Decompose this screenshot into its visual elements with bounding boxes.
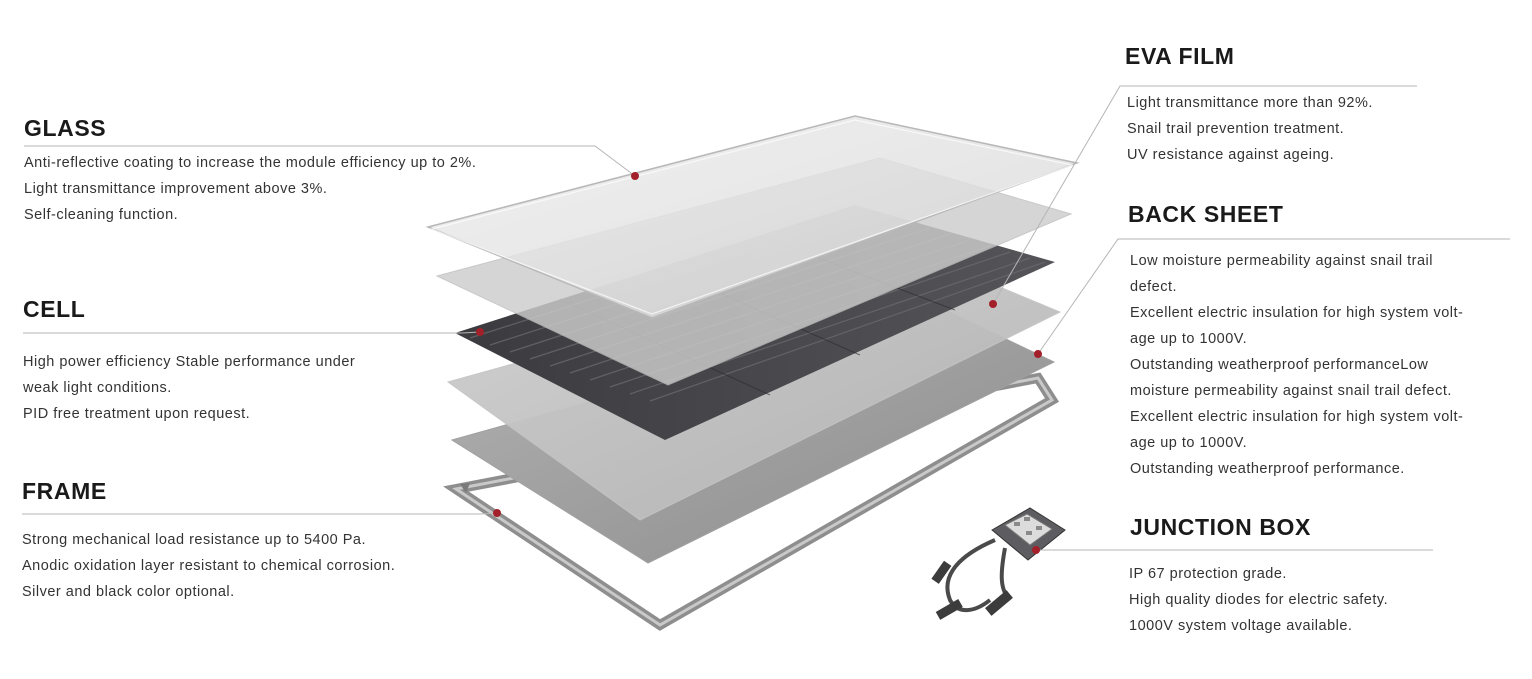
callout-glass: GLASS Anti-reflective coating to increas… <box>24 114 476 228</box>
callout-line: PID free treatment upon request. <box>23 406 251 422</box>
callout-line: weak light conditions. <box>23 380 172 396</box>
leader-lines <box>22 85 1510 551</box>
callout-line: Light transmittance more than 92%. <box>1127 95 1373 111</box>
callout-line: High quality diodes for electric safety. <box>1129 592 1389 608</box>
marker-dots <box>476 172 1042 554</box>
callout-line: Self-cleaning function. <box>24 207 179 223</box>
callout-line: Anti-reflective coating to increase the … <box>24 155 477 171</box>
callout-line: 1000V system voltage available. <box>1129 618 1353 634</box>
callout-title-junction-box: JUNCTION BOX <box>1130 514 1311 540</box>
callout-title-frame: FRAME <box>22 478 107 504</box>
leader-line-cell <box>23 331 481 334</box>
callout-line: moisture permeability against snail trai… <box>1130 383 1452 399</box>
leader-line-eva <box>992 85 1417 305</box>
callout-lines-eva-film: Light transmittance more than 92%. Snail … <box>1127 90 1373 168</box>
callout-back-sheet: BACK SHEET Low moisture permeability aga… <box>1128 200 1463 482</box>
callout-line: IP 67 protection grade. <box>1129 566 1287 582</box>
callout-frame: FRAME Strong mechanical load resistance … <box>22 477 395 605</box>
callout-cell: CELL High power efficiency Stable perfor… <box>23 295 355 427</box>
callout-line: High power efficiency Stable performance… <box>23 354 356 370</box>
callout-line: Low moisture permeability against snail … <box>1130 253 1433 269</box>
callout-line: Silver and black color optional. <box>22 584 235 600</box>
leader-line-back-sheet <box>1037 238 1510 355</box>
callout-line: UV resistance against ageing. <box>1127 147 1335 163</box>
callout-eva-film: EVA FILM Light transmittance more than 9… <box>1125 42 1373 168</box>
callout-line: Snail trail prevention treatment. <box>1127 121 1345 137</box>
marker-dot-glass <box>631 172 639 180</box>
callout-line: Excellent electric insulation for high s… <box>1130 305 1464 321</box>
callout-lines-frame: Strong mechanical load resistance up to … <box>22 527 395 605</box>
callout-lines-glass: Anti-reflective coating to increase the … <box>24 150 476 228</box>
callout-title-glass: GLASS <box>24 115 107 141</box>
callout-lines-back-sheet: Low moisture permeability against snail … <box>1130 248 1463 482</box>
callout-line: age up to 1000V. <box>1130 331 1248 347</box>
callout-line: Outstanding weatherproof performanceLow <box>1130 357 1429 373</box>
marker-dot-eva <box>989 300 997 308</box>
callout-title-back-sheet: BACK SHEET <box>1128 201 1284 227</box>
marker-dot-junction-box <box>1032 546 1040 554</box>
marker-dot-back-sheet <box>1034 350 1042 358</box>
marker-dot-frame <box>493 509 501 517</box>
marker-dot-cell <box>476 328 484 336</box>
leader-line-glass <box>24 145 636 177</box>
callout-title-eva-film: EVA FILM <box>1125 43 1235 69</box>
callout-lines-cell: High power efficiency Stable performance… <box>23 349 355 427</box>
callout-line: Light transmittance improvement above 3%… <box>24 181 328 197</box>
callout-line: Excellent electric insulation for high s… <box>1130 409 1464 425</box>
callout-title-cell: CELL <box>23 296 86 322</box>
callout-line: Anodic oxidation layer resistant to chem… <box>22 558 396 574</box>
callout-line: Strong mechanical load resistance up to … <box>22 532 367 548</box>
callout-junction-box: JUNCTION BOX IP 67 protection grade. High… <box>1129 513 1388 639</box>
callout-line: defect. <box>1130 279 1178 295</box>
glass-layer <box>425 115 1080 319</box>
junction-box-illustration <box>931 507 1066 620</box>
callout-line: Outstanding weatherproof performance. <box>1130 461 1405 477</box>
callout-lines-junction-box: IP 67 protection grade. High quality diod… <box>1129 561 1388 639</box>
leader-line-frame <box>22 512 498 515</box>
callout-line: age up to 1000V. <box>1130 435 1248 451</box>
